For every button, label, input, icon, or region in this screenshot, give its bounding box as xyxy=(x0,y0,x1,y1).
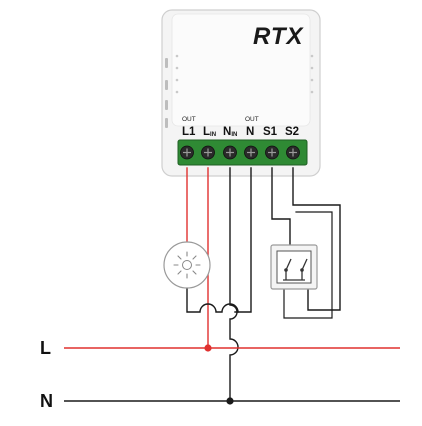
terminal-screw xyxy=(244,145,258,160)
neutral-bus-label: N xyxy=(40,391,53,411)
wire-lamp-return xyxy=(186,288,239,313)
double-switch-icon xyxy=(270,244,318,290)
module-top-face xyxy=(171,13,311,127)
terminal-label-l1: L1 xyxy=(182,126,196,138)
wire-n-in xyxy=(229,167,239,402)
light-bulb-icon xyxy=(163,241,211,289)
terminal-label-l-in: LIN xyxy=(203,126,216,138)
terminal-label-n-out: N xyxy=(246,126,254,138)
live-junction-dot xyxy=(204,344,212,352)
terminal-label-n-in-main: N xyxy=(223,126,231,138)
terminal-screw xyxy=(265,145,279,160)
vent-slots-left xyxy=(165,58,168,128)
out-label-n: OUT xyxy=(245,116,259,123)
vent-dots-left xyxy=(175,54,179,94)
brand-logo: RTX xyxy=(253,23,305,50)
terminal-screw xyxy=(201,145,215,160)
wire-s2 xyxy=(292,167,341,311)
terminal-screws xyxy=(180,145,300,160)
terminal-screw xyxy=(223,145,237,160)
terminal-screw xyxy=(180,145,194,160)
terminal-label-l-in-main: L xyxy=(203,126,210,138)
terminal-label-s1: S1 xyxy=(263,126,278,138)
wire-n-out xyxy=(234,167,252,313)
neutral-junction-dot xyxy=(226,397,234,405)
out-label-l1: OUT xyxy=(182,116,196,123)
terminal-label-n-in-sub: IN xyxy=(231,132,237,138)
terminal-label-n-in: NIN xyxy=(223,126,237,138)
terminal-label-l-in-sub: IN xyxy=(210,132,216,138)
terminal-label-s2: S2 xyxy=(285,126,299,138)
wire-s1 xyxy=(271,167,291,255)
wire-switch-common xyxy=(283,211,333,319)
live-bus-label: L xyxy=(40,338,51,358)
terminal-screw xyxy=(286,145,300,160)
vent-dots-right xyxy=(310,54,314,94)
relay-module: RTX OUT OUT L1 LIN NIN N S1 S2 xyxy=(161,9,321,177)
